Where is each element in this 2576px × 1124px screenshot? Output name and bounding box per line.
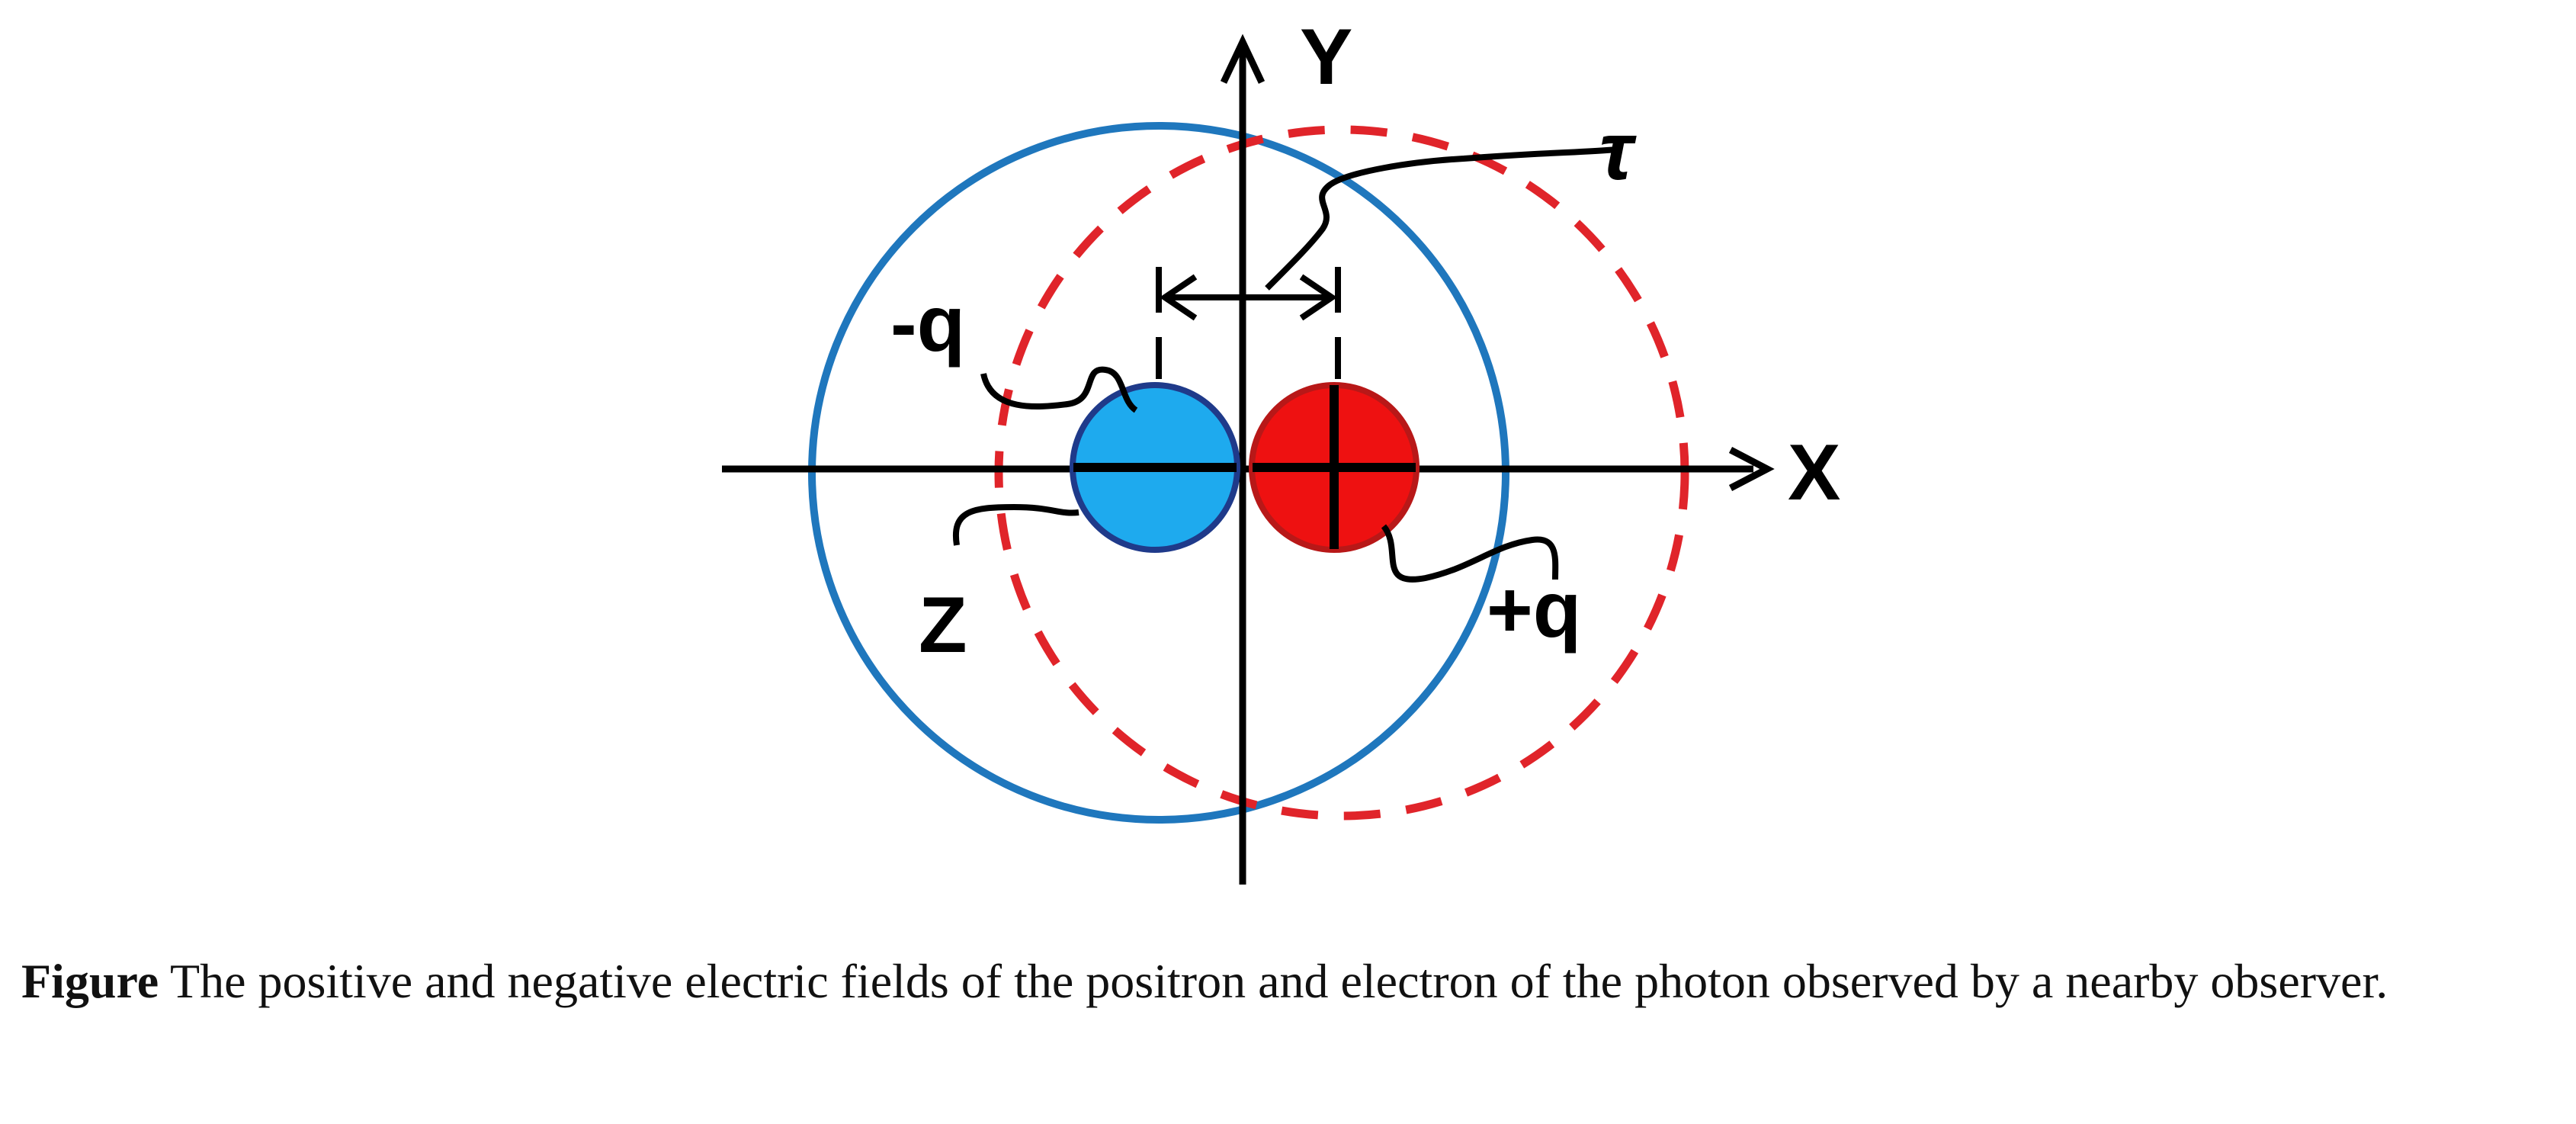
- y-axis-arrow: [1220, 34, 1266, 84]
- caption-text: The positive and negative electric field…: [159, 954, 2388, 1008]
- x-axis-arrow: [1728, 447, 1775, 491]
- z-label: Z: [919, 581, 967, 670]
- positive-charge-leader-line: [1381, 524, 1559, 583]
- tau-label: τ: [1599, 104, 1637, 197]
- negative-field-circle: [808, 122, 1509, 824]
- field-diagram: Y X τ -q Z +q: [722, 13, 1840, 885]
- positive-charge-label: +q: [1487, 566, 1581, 654]
- positive-field-circle: [994, 125, 1689, 821]
- y-axis-label: Y: [1300, 13, 1352, 101]
- caption-label: Figure: [21, 954, 159, 1008]
- negative-charge-label: -q: [890, 280, 965, 368]
- negative-charge-leader-line: [980, 366, 1138, 413]
- z-leader-line: [952, 503, 1079, 546]
- tau-leader-line: [1265, 146, 1617, 291]
- figure-caption: Figure The positive and negative electri…: [21, 946, 2568, 1017]
- double-arrow-head-left: [1159, 274, 1198, 321]
- double-arrow-head-right: [1299, 274, 1338, 321]
- x-axis-label: X: [1788, 429, 1840, 517]
